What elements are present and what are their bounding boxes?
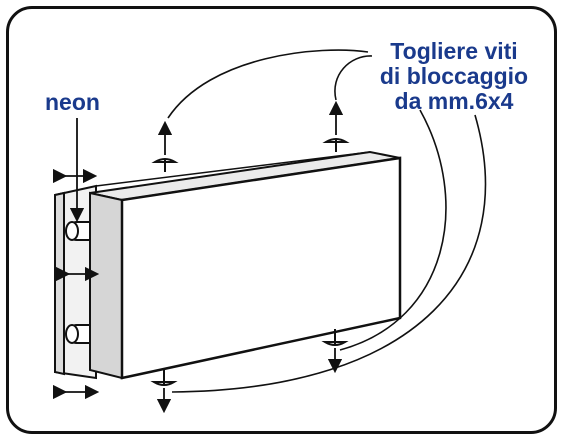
arrow-up-icon	[157, 100, 344, 155]
screw-icon	[151, 158, 179, 172]
screw-icon	[150, 369, 178, 386]
instruction-leader-lines	[167, 49, 487, 393]
instruction-line-3: da mm.6x4	[395, 88, 514, 114]
instruction-line-1: Togliere viti	[390, 38, 517, 64]
sign-box	[89, 150, 402, 380]
arrow-down-icon	[156, 348, 343, 414]
screw-icon	[321, 329, 349, 346]
double-arrow-icon	[52, 168, 100, 400]
figure-frame	[6, 6, 557, 434]
instruction-line-2: di bloccaggio	[380, 63, 528, 89]
neon-label: neon	[45, 89, 100, 115]
screw-icon	[322, 138, 350, 152]
instruction-label: Togliere viti di bloccaggio da mm.6x4	[380, 38, 528, 114]
